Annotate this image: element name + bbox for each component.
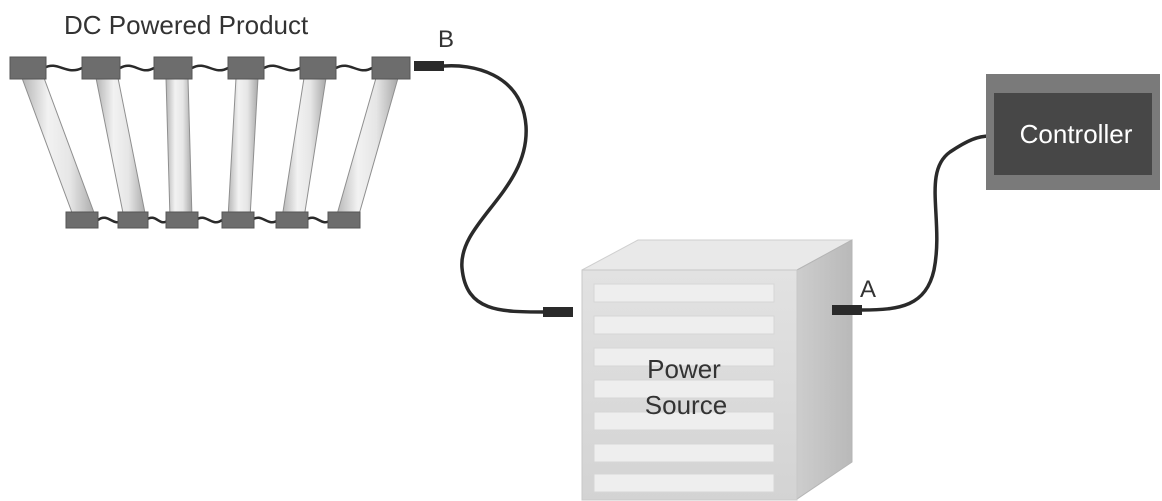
cable-a: A xyxy=(832,134,992,315)
label-a: A xyxy=(860,276,876,303)
power-source-label-line1: Power xyxy=(647,354,721,384)
tube-6 xyxy=(335,77,399,219)
tube-1 xyxy=(21,77,97,219)
product-label: DC Powered Product xyxy=(64,10,309,40)
plug-a xyxy=(832,305,862,315)
vent-slots xyxy=(593,283,775,493)
plug-b xyxy=(414,61,444,71)
controller: Controller xyxy=(986,74,1160,190)
tube-3 xyxy=(165,77,193,219)
controller-label: Controller xyxy=(1020,119,1133,149)
tube-5 xyxy=(281,77,327,219)
bottom-connectors xyxy=(65,211,361,229)
controller-inner xyxy=(994,93,1152,175)
tube-2 xyxy=(95,77,147,219)
bottom-wiring xyxy=(97,216,331,224)
cable-a-line xyxy=(860,134,992,312)
cable-b: B xyxy=(414,26,573,317)
power-source-label-line2: Source xyxy=(645,390,727,420)
power-source: Power Source xyxy=(581,239,853,501)
label-b: B xyxy=(438,26,454,53)
tube-4 xyxy=(227,77,259,219)
dc-powered-product: DC Powered Product xyxy=(9,10,411,229)
plug-power-left xyxy=(543,307,573,317)
box-side xyxy=(796,239,853,500)
cable-b-line xyxy=(442,63,547,314)
product-tubes xyxy=(21,77,399,219)
top-wiring xyxy=(43,64,373,72)
top-connectors xyxy=(9,56,411,80)
